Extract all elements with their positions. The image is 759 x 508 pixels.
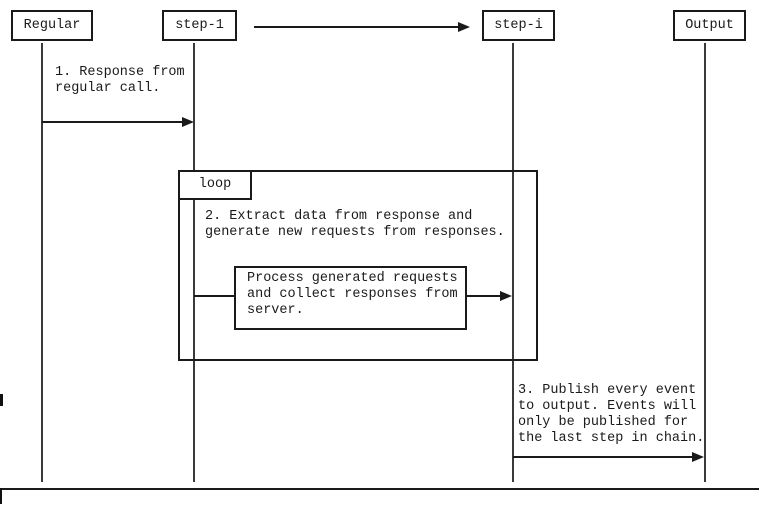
participant-output: Output (673, 10, 746, 41)
process-arrow-line (467, 295, 501, 297)
message-1-arrow-line (42, 121, 182, 123)
message-1-arrowhead-icon (182, 117, 194, 127)
message-3-arrowhead-icon (692, 452, 704, 462)
loop-frame (178, 170, 538, 361)
process-connector-line (194, 295, 234, 297)
process-requests-label: Process generated requests and collect r… (247, 271, 458, 318)
header-arrow-line (254, 26, 459, 28)
process-arrowhead-icon (500, 291, 512, 301)
lifeline-regular (41, 43, 43, 482)
participant-step-i: step-i (482, 10, 555, 41)
loop-frame-label: loop (178, 170, 252, 200)
process-requests-box: Process generated requests and collect r… (234, 266, 467, 330)
lifeline-step-1 (193, 43, 195, 482)
left-edge-artifact (0, 394, 3, 406)
participant-step-1: step-1 (162, 10, 237, 41)
message-1-label: 1. Response from regular call. (55, 65, 185, 96)
header-arrowhead-icon (458, 22, 470, 32)
bottom-border-line (0, 488, 759, 490)
participant-regular: Regular (11, 10, 93, 41)
message-3-label: 3. Publish every event to output. Events… (518, 383, 705, 446)
lifeline-output (704, 43, 706, 482)
bottom-left-edge-artifact (0, 488, 2, 504)
message-3-arrow-line (513, 456, 693, 458)
lifeline-step-i (512, 43, 514, 482)
message-2-label: 2. Extract data from response and genera… (205, 209, 505, 240)
